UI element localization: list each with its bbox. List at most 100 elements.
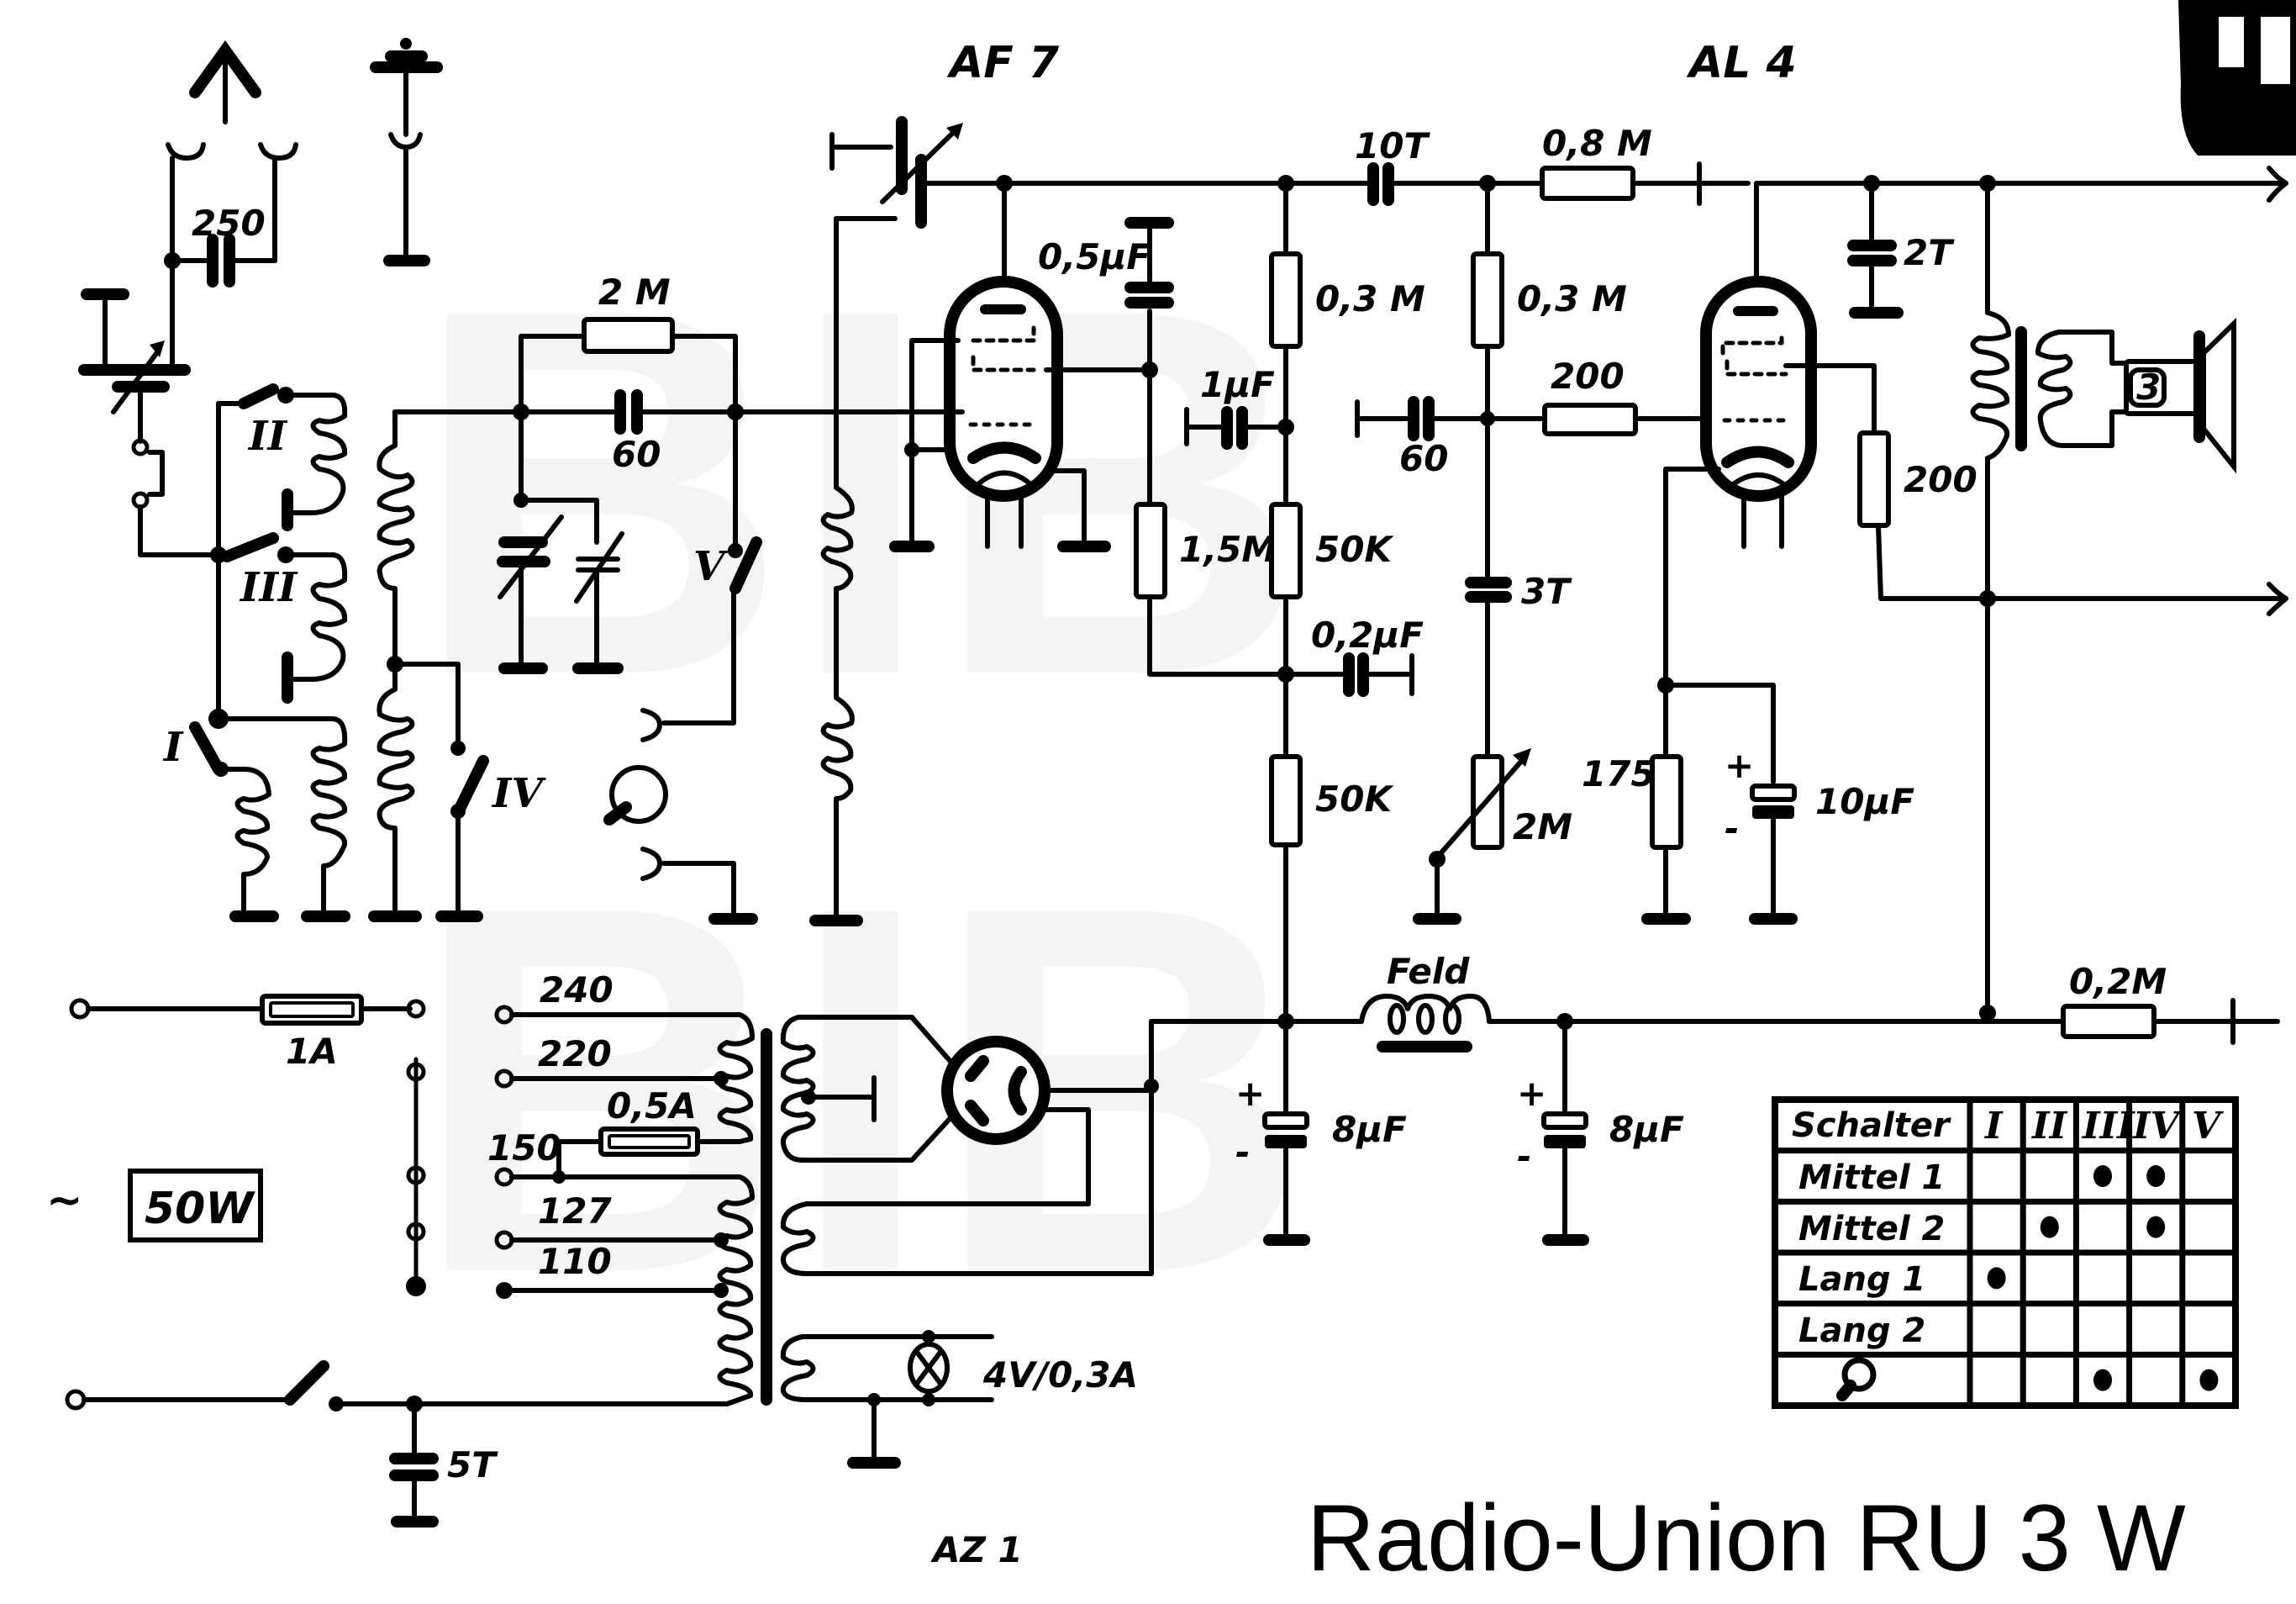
earth-icon bbox=[370, 38, 443, 266]
table-col-iv: IV bbox=[2131, 1105, 2183, 1148]
pilot-lamp-icon bbox=[908, 1330, 994, 1406]
volume-potentiometer-icon[interactable] bbox=[1413, 748, 1531, 925]
switch-ii[interactable]: II bbox=[216, 383, 294, 460]
corner-logo bbox=[2178, 0, 2296, 156]
tap-220-label: 220 bbox=[538, 1033, 612, 1074]
decoupling-res-2-label: 50K bbox=[1315, 778, 1394, 820]
switch-iv-label: IV bbox=[491, 770, 546, 817]
az1-tube-label: AZ 1 bbox=[930, 1529, 1023, 1570]
table-grid bbox=[1775, 1100, 2239, 1406]
switch-iv[interactable]: IV bbox=[435, 755, 546, 922]
power-supply: 1A ~ 50W 5T 240 bbox=[46, 951, 2280, 1570]
grid-res-out-label: 0,8 M bbox=[1542, 123, 1652, 164]
grid-stopper-label: 200 bbox=[1551, 356, 1625, 397]
pickup-icon[interactable] bbox=[603, 765, 668, 826]
plus-sign: + bbox=[1517, 1073, 1546, 1114]
ac-symbol: ~ bbox=[46, 1175, 83, 1226]
power-rating-label: 50W bbox=[145, 1184, 255, 1234]
cathode-cap-label: 10µF bbox=[1815, 781, 1914, 822]
decoupling-res-1-label: 50K bbox=[1315, 529, 1394, 570]
voltage-taps: 240 220 150 0,5A 127 110 bbox=[487, 969, 742, 1299]
field-coil-label: Feld bbox=[1387, 951, 1470, 992]
switch-table: Schalter I II III IV V Mittel 1 Mittel 2… bbox=[1772, 1096, 2239, 1409]
table-col-iii: III bbox=[2081, 1105, 2135, 1148]
tap-110-label: 110 bbox=[538, 1241, 612, 1282]
switch-on-dot bbox=[2093, 1165, 2112, 1187]
secondary-fuse-icon bbox=[598, 1126, 700, 1157]
switch-i[interactable]: I bbox=[162, 721, 229, 777]
socket-icon bbox=[258, 142, 298, 161]
volume-pot-label: 2M bbox=[1513, 806, 1572, 847]
filter-cap-2-label: 8µF bbox=[1609, 1109, 1684, 1150]
watermark-top: BIB bbox=[412, 202, 1309, 784]
screen-cap-label: 0,5µF bbox=[1038, 236, 1151, 277]
table-row-label: Mittel 1 bbox=[1798, 1158, 1945, 1197]
table-dots bbox=[1987, 1165, 2219, 1391]
tuning-capacitor-icon bbox=[497, 514, 564, 674]
speaker-socket-icon bbox=[2267, 582, 2288, 616]
minus-sign: - bbox=[1517, 1136, 1531, 1177]
table-row-label: Mittel 2 bbox=[1798, 1210, 1945, 1248]
table-text: Schalter I II III IV V Mittel 1 Mittel 2… bbox=[1792, 1105, 2224, 1350]
field-coil-icon bbox=[1359, 994, 1492, 1053]
table-row-label: Lang 1 bbox=[1798, 1260, 1925, 1299]
socket-icon bbox=[166, 142, 206, 161]
speaker-icon: 3 bbox=[2124, 317, 2236, 474]
switch-iii-label: III bbox=[239, 564, 298, 611]
watermark-bottom: BIB bbox=[412, 799, 1309, 1380]
af7-tube-label: AF 7 bbox=[946, 38, 1060, 88]
minus-sign: - bbox=[1235, 1132, 1250, 1173]
speaker-socket-icon bbox=[2267, 166, 2288, 203]
minus-sign: - bbox=[1725, 808, 1739, 849]
tap-240-label: 240 bbox=[540, 969, 613, 1010]
screen-stopper-label: 200 bbox=[1904, 459, 1977, 500]
trimmer-capacitor-icon bbox=[572, 531, 624, 674]
af7-tube-icon bbox=[944, 181, 1111, 552]
antenna-section: 250 bbox=[78, 38, 443, 557]
variable-capacitor-icon bbox=[78, 288, 229, 557]
table-header-label: Schalter bbox=[1792, 1106, 1951, 1145]
coupling-section: 10T 0,8 M 0,3 M 60 200 3T bbox=[1283, 123, 1734, 925]
al4-tube-label: AL 4 bbox=[1686, 38, 1797, 88]
switch-v[interactable]: V bbox=[661, 409, 762, 725]
antenna-cap-label: 250 bbox=[192, 203, 266, 244]
table-row-label: Lang 2 bbox=[1798, 1311, 1925, 1350]
tap-127-label: 127 bbox=[538, 1190, 612, 1232]
switch-i-label: I bbox=[162, 724, 184, 771]
page-title: Radio-Union RU 3 W bbox=[1307, 1485, 2186, 1591]
coil-switch-section: II III I bbox=[162, 383, 546, 922]
decoupling-cap-label: 1µF bbox=[1200, 364, 1275, 405]
az1-rectifier-icon bbox=[838, 1015, 1154, 1206]
coupling-cap-label: 10T bbox=[1355, 125, 1430, 166]
grid-cap-label: 60 bbox=[612, 434, 661, 475]
plus-sign: + bbox=[1235, 1073, 1265, 1114]
grid-circuit: 60 2 M V bbox=[392, 272, 762, 925]
antenna-icon bbox=[189, 40, 261, 124]
switch-on-dot bbox=[2146, 1216, 2166, 1238]
decoupling-cap-2-label: 0,2µF bbox=[1311, 615, 1424, 656]
switch-on-dot bbox=[2093, 1369, 2112, 1391]
output-transformer-icon bbox=[1970, 181, 2129, 1011]
switch-on-dot bbox=[1987, 1267, 2006, 1290]
table-col-ii: II bbox=[2030, 1105, 2068, 1148]
switch-iii[interactable]: III bbox=[221, 532, 298, 611]
al4-tube-icon bbox=[1700, 276, 1817, 549]
speaker-impedance-label: 3 bbox=[2136, 367, 2161, 408]
power-transformer-icon bbox=[717, 1012, 1154, 1406]
reaction-capacitor-icon bbox=[829, 116, 963, 229]
plus-sign: + bbox=[1725, 745, 1754, 786]
mains-cap-label: 5T bbox=[447, 1444, 498, 1485]
tap-150-label: 150 bbox=[487, 1127, 561, 1169]
al4-stage: AL 4 175 + bbox=[1582, 38, 2288, 1011]
cathode-res-label: 175 bbox=[1582, 753, 1656, 794]
bleeder-label: 0,2M bbox=[2069, 961, 2167, 1002]
pilot-lamp-label: 4V/0,3A bbox=[982, 1354, 1138, 1396]
pickup-symbol-icon bbox=[1836, 1357, 1877, 1401]
screen-res-label: 1,5M bbox=[1179, 529, 1277, 570]
filter-cap-1-label: 8µF bbox=[1332, 1109, 1407, 1150]
plate-res-2-label: 0,3 M bbox=[1517, 278, 1627, 319]
secondary-fuse-label: 0,5A bbox=[607, 1085, 697, 1126]
switch-on-dot bbox=[2040, 1216, 2059, 1238]
main-fuse-label: 1A bbox=[286, 1031, 338, 1072]
